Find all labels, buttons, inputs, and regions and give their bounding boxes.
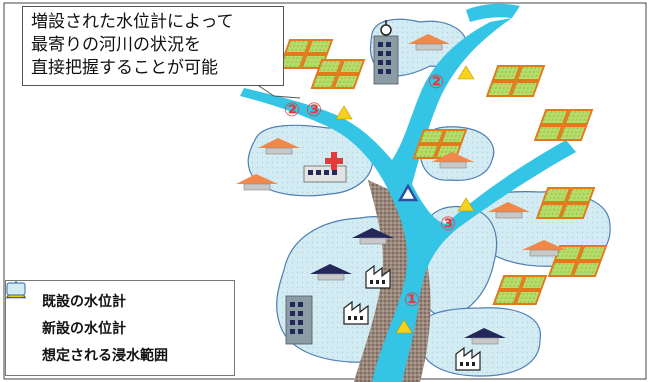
houses xyxy=(236,34,566,345)
river-top-branch xyxy=(466,3,520,22)
house-left-1 xyxy=(258,138,300,155)
field-4 xyxy=(533,109,594,141)
marker-2-top: ② xyxy=(428,71,444,93)
house-right-low-2 xyxy=(522,240,566,257)
factory-2 xyxy=(343,300,369,325)
markers: ② ③ ② ③ ① xyxy=(284,71,456,311)
house-left-2 xyxy=(236,174,278,191)
new-gauge-icon-3 xyxy=(457,197,475,212)
field-3 xyxy=(485,65,546,97)
legend-label-existing: 既設の水位計 xyxy=(42,293,126,310)
house-navy-1 xyxy=(352,228,394,245)
new-gauge-legend-icon xyxy=(7,282,36,338)
existing-gauge-icon xyxy=(397,183,419,202)
callout-box: 増設された水位計によって 最寄りの河川の状況を 直接把握することが可能 xyxy=(22,6,284,86)
new-gauge-icon-1 xyxy=(335,105,353,120)
house-right-mid xyxy=(432,152,474,169)
factory-3 xyxy=(455,346,481,371)
callout-line-2: 最寄りの河川の状況を xyxy=(31,35,201,55)
house-navy-3 xyxy=(464,328,506,345)
legend-row-new: 新設の水位計 xyxy=(7,282,226,341)
field-2 xyxy=(310,59,366,89)
legend-label-flood: 想定される浸水範囲 xyxy=(42,347,168,364)
field-8 xyxy=(492,275,548,305)
callout-pointer xyxy=(255,83,301,99)
gauges xyxy=(335,65,475,334)
house-navy-2 xyxy=(310,264,352,281)
flood-area-legend-icon xyxy=(6,282,36,365)
house-top xyxy=(408,34,450,51)
office-building-top xyxy=(373,20,399,85)
marker-3-left: ③ xyxy=(306,99,322,121)
house-right-low-1 xyxy=(488,202,530,219)
frame xyxy=(3,2,647,380)
legend-label-new: 新設の水位計 xyxy=(42,320,126,337)
new-gauge-icon-4 xyxy=(395,319,413,334)
new-gauge-icon-2 xyxy=(457,65,475,80)
callout-line-1: 増設された水位計によって xyxy=(31,12,234,32)
legend: 既設の水位計 新設の水位計 想定される浸水範囲 xyxy=(5,280,235,376)
marker-1: ① xyxy=(404,289,420,311)
hospital xyxy=(303,152,347,183)
field-5 xyxy=(412,129,468,159)
legend-row-existing: 既設の水位計 xyxy=(6,281,226,314)
office-building-left xyxy=(285,295,313,345)
factory-1 xyxy=(365,264,391,289)
callout-line-3: 直接把握することが可能 xyxy=(31,58,218,78)
fields xyxy=(278,39,608,305)
field-6 xyxy=(535,187,596,219)
legend-row-flood: 想定される浸水範囲 xyxy=(6,282,226,368)
marker-3-mid: ③ xyxy=(440,213,456,235)
marker-2-left: ② xyxy=(284,99,300,121)
hospital-cross-icon xyxy=(325,152,343,170)
town-hall-emblem-icon xyxy=(380,24,392,36)
buildings xyxy=(285,20,481,371)
